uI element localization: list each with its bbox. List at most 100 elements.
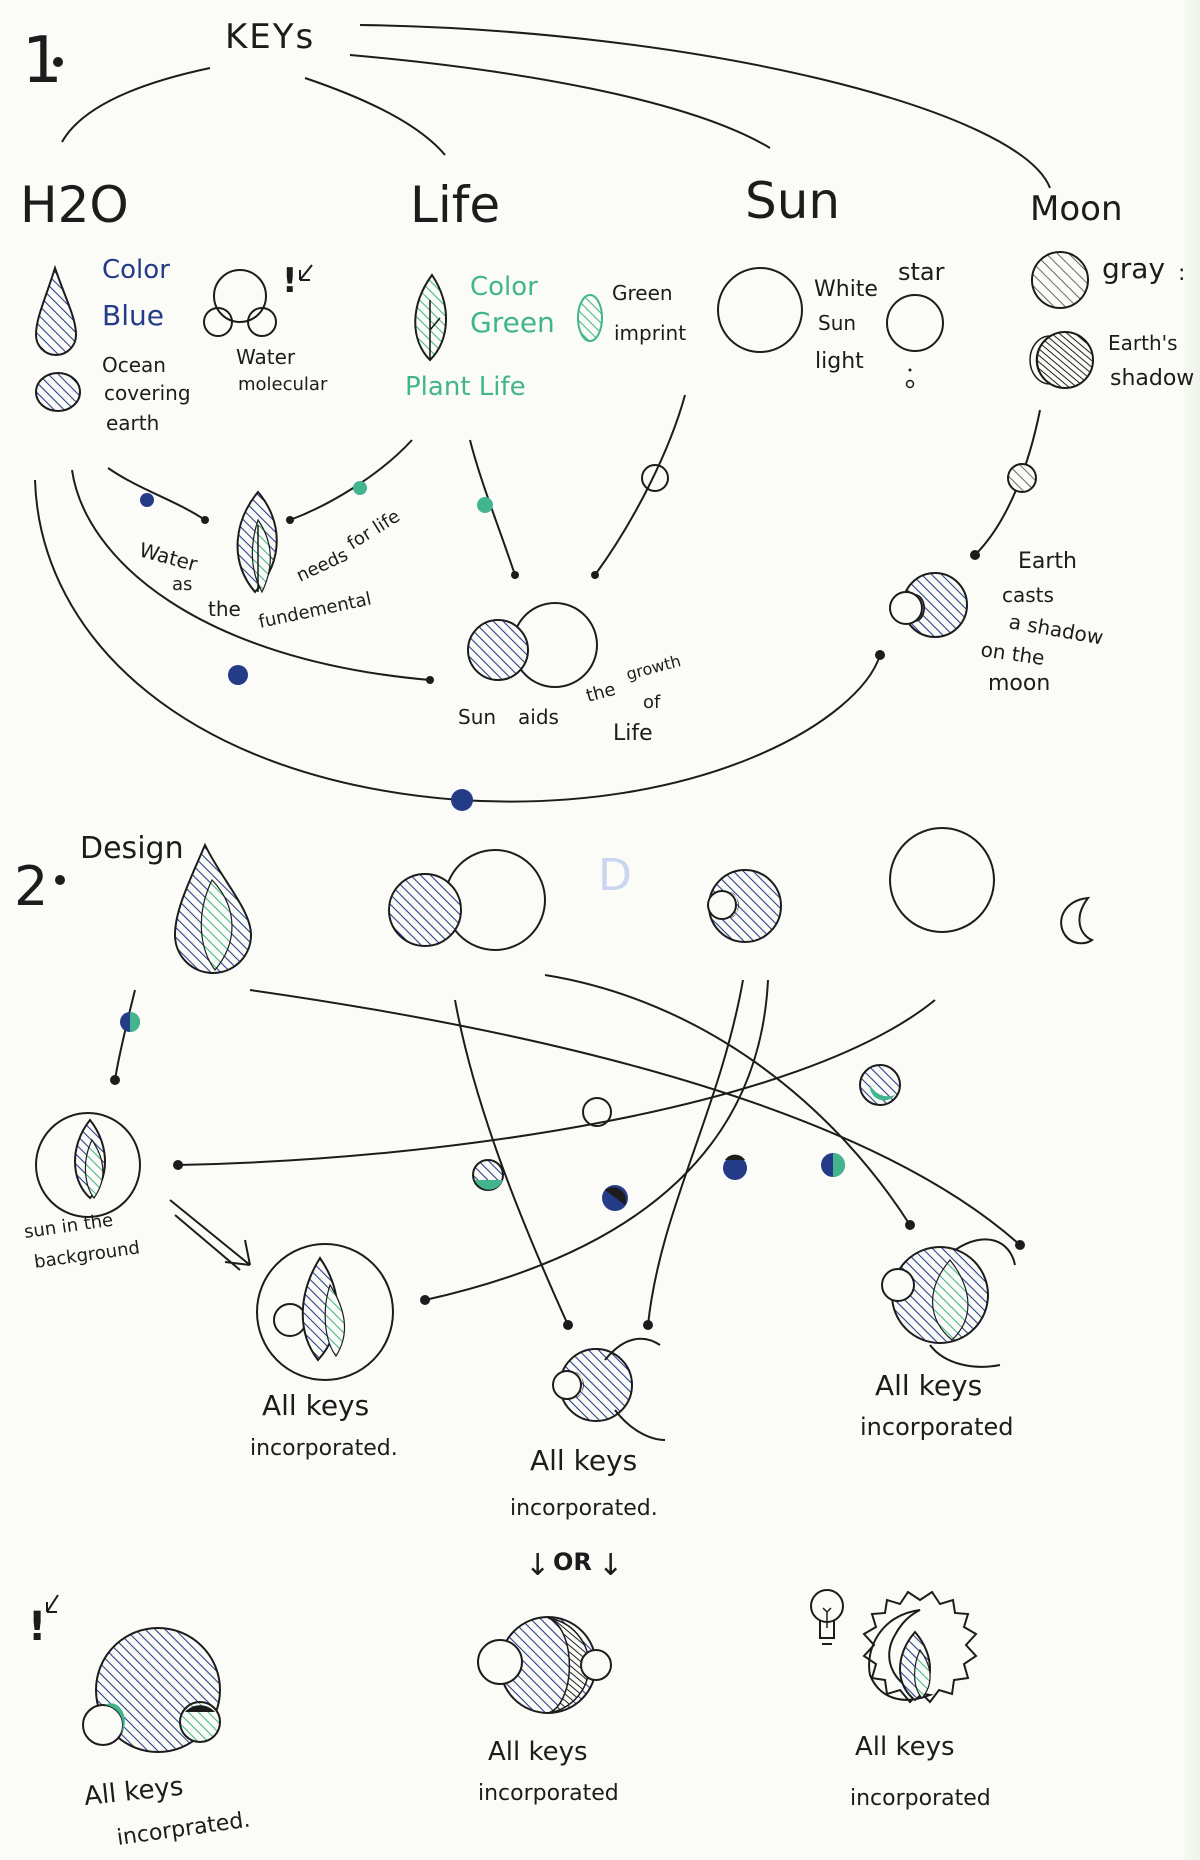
water-life-text-6: for life [344, 506, 404, 554]
section-1: 1 KEYs H2O Life Sun Moon Color Blue Ocea… [20, 17, 1194, 811]
water-life-text-4: fundemental [257, 588, 374, 632]
water-life-text-5: needs [293, 545, 351, 587]
ocean-text-1: Ocean [102, 353, 166, 377]
bottom-left-caption-2: incorprated. [115, 1807, 251, 1850]
faded-blue-mark: D [598, 850, 632, 901]
star-circle-icon [886, 294, 944, 352]
or-arrow-left: ↓ [525, 1548, 550, 1583]
bottom-right-caption-1: All keys [855, 1732, 955, 1762]
combo-water-leaf [236, 490, 278, 594]
bottom-center-caption-1: All keys [488, 1737, 588, 1767]
design-drop-leaf [173, 842, 253, 974]
or-label: OR [553, 1548, 592, 1576]
design-result-1 [256, 1243, 394, 1381]
bottom-center-caption-2: incorporated [478, 1781, 619, 1806]
design-node-end-4 [643, 1320, 653, 1330]
design-node-end-7 [420, 1295, 430, 1305]
earth-moon-text-5: moon [988, 671, 1050, 696]
sun-life-text-4: growth [624, 651, 683, 684]
moon-shadow-text-1: Earth's [1108, 331, 1178, 355]
node-blue-1 [140, 493, 154, 507]
or-arrow-right: ↓ [598, 1548, 623, 1583]
imprint-text-2: imprint [614, 321, 686, 345]
moon-gray-icon [1031, 251, 1089, 309]
h2o-color-value: Blue [102, 299, 164, 332]
design-node-earth-dark-2 [723, 1156, 747, 1180]
design-node-white [582, 1097, 612, 1127]
earth-moon-text-2: casts [1002, 583, 1054, 607]
node-blue-2 [228, 665, 248, 685]
lightbulb-icon [810, 1589, 844, 1645]
result-3-caption-1: All keys [875, 1369, 982, 1402]
page-edge [1184, 0, 1200, 1860]
life-color-value: Green [470, 306, 555, 339]
design-sun-leaf [35, 1112, 141, 1218]
bottom-right-caption-2: incorporated [850, 1786, 991, 1811]
result-2-caption-2: incorporated. [510, 1496, 658, 1521]
bottom-design-center [477, 1616, 612, 1714]
sun-caption-2: background [33, 1237, 141, 1273]
design-title: Design [80, 831, 184, 866]
sun-caption-1: sun in the [23, 1210, 115, 1243]
node-blue-3 [451, 789, 473, 811]
sun-white-text-3: light [815, 349, 864, 374]
ocean-text-3: earth [106, 411, 159, 435]
design-curves [114, 974, 1021, 1326]
design-result-3 [881, 1238, 1016, 1368]
result-1-caption-1: All keys [262, 1389, 369, 1422]
water-life-text-1: Water [137, 538, 201, 577]
result-1-caption-2: incorporated. [250, 1436, 398, 1461]
green-imprint-icon [577, 294, 603, 342]
star-dot-tiny [908, 368, 912, 372]
node-green-2 [477, 497, 493, 513]
earth-moon-text-4: on the [979, 637, 1046, 670]
design-sun-circle [889, 827, 995, 933]
key-moon-label: Moon [1030, 189, 1123, 229]
combo-curves [34, 394, 1041, 803]
water-drop-icon [34, 264, 78, 356]
node-end-7 [875, 650, 885, 660]
section-2-number-dot [55, 875, 65, 885]
section-1-number-dot [53, 57, 63, 67]
life-color-label: Color [470, 272, 538, 302]
node-end-6 [426, 676, 434, 684]
design-node-end-3 [563, 1320, 573, 1330]
sun-life-text-2: aids [518, 705, 559, 729]
bottom-design-left [82, 1627, 221, 1753]
earth-moon-text-1: Earth [1018, 549, 1077, 574]
design-node-earth-green [859, 1064, 901, 1106]
node-end-3 [511, 571, 519, 579]
water-life-text-2: as [172, 574, 192, 595]
design-node-end-2 [173, 1160, 183, 1170]
keys-title: KEYs [225, 17, 315, 57]
design-node-end-5 [905, 1220, 915, 1230]
keys-connectors [61, 24, 1051, 189]
node-end-4 [591, 571, 599, 579]
sun-white-text-2: Sun [818, 311, 856, 335]
node-white-sun [641, 464, 669, 492]
sun-life-text-6: Life [613, 721, 653, 746]
bottom-left-caption-1: All keys [83, 1772, 185, 1812]
section-2-number: 2 [14, 855, 48, 918]
h2o-color-label: Color [102, 255, 170, 285]
moon-gray-text: gray [1102, 252, 1165, 285]
ocean-text-2: covering [104, 381, 191, 405]
node-moon-gray [1007, 463, 1037, 493]
sun-life-text-3: the [584, 679, 618, 707]
h2o-exclaim: ! [282, 261, 298, 301]
molecule-text-1: Water [236, 345, 296, 369]
plant-life-text: Plant Life [405, 372, 526, 402]
combo-sun-earth [467, 602, 598, 688]
water-molecule-icon [203, 269, 277, 337]
design-arrow [169, 1199, 251, 1271]
design-node-end-1 [110, 1075, 120, 1085]
water-life-text-3: the [208, 597, 241, 621]
moon-crescent-icon [1060, 896, 1095, 945]
leaf-icon [414, 273, 447, 362]
imprint-text-1: Green [612, 281, 673, 305]
node-end-5 [970, 550, 980, 560]
section-2: 2 Design D [14, 827, 1095, 1851]
bottom-exclaim: ! [28, 1604, 46, 1650]
earth-shadow-icon [1029, 331, 1094, 389]
